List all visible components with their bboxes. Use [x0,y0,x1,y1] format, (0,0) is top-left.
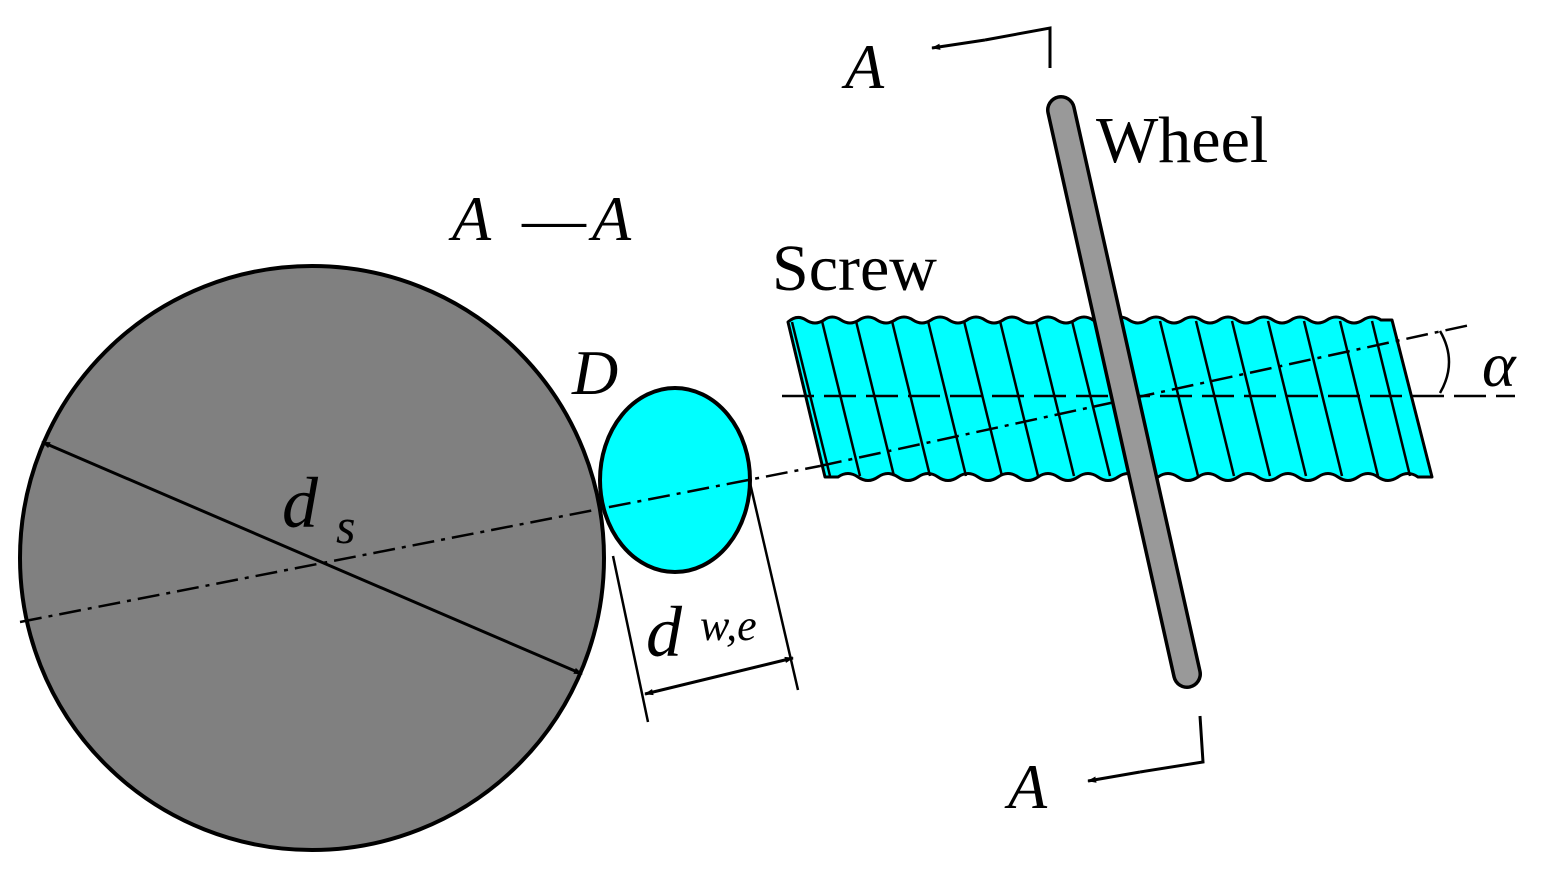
section-view-title: A — A [448,183,632,254]
ds-diameter-arrow [41,440,583,676]
dwe-extension-left [611,555,650,723]
section-indicator-bottom [1087,715,1205,783]
section-label-top: A [841,31,885,102]
section-label-bottom: A [1004,751,1048,822]
screw-threads [790,320,1412,477]
alpha-angle-arc [1438,330,1451,394]
dwe-label: d w,e [646,592,757,672]
screw-body [786,315,1434,482]
section-indicator-top [931,26,1052,68]
dwe-extension-right [748,482,800,691]
small-circle [598,386,752,574]
point-d-label: D [571,337,618,408]
screw-label: Screw [772,232,937,305]
wheel-label: Wheel [1096,104,1268,177]
alpha-label: α [1482,329,1517,400]
wheel-body [1049,98,1199,686]
dwe-dimension-arrow [644,656,794,696]
ds-label: d s [282,463,355,554]
screw-inclined-axis [819,323,1471,468]
